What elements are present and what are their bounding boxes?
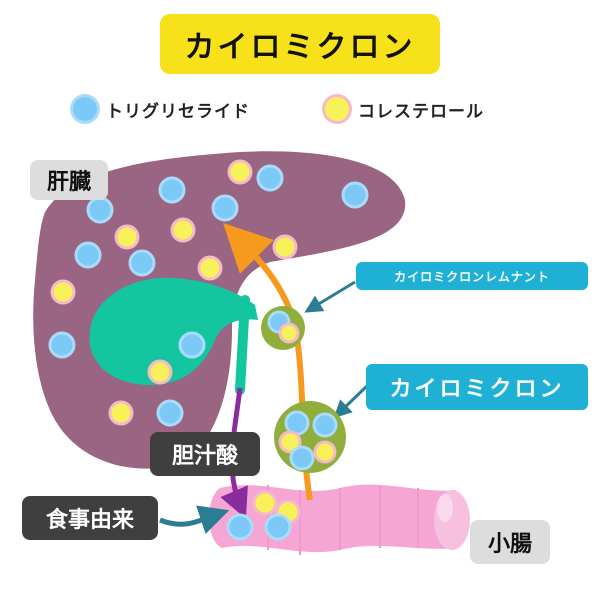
liver-label: 肝臓 — [30, 160, 108, 200]
dietary-origin-label: 食事由来 — [22, 496, 158, 540]
cholesterol-icon — [322, 94, 352, 124]
intestine-particles — [226, 490, 301, 541]
page-title: カイロミクロン — [160, 14, 440, 74]
legend-cholesterol: コレステロール — [322, 92, 484, 126]
chylomicron-pointer-arrow — [333, 383, 370, 419]
gallbladder — [89, 277, 258, 385]
bile-duct — [235, 295, 250, 395]
liver-cholesterol-particles — [50, 159, 298, 426]
triglyceride-icon — [70, 94, 100, 124]
chylomicron-particle — [274, 401, 346, 473]
chylomicron-remnant-label: カイロミクロンレムナント — [356, 262, 588, 290]
legend-triglyceride: トリグリセライド — [70, 92, 250, 126]
liver-triglyceride-particles — [48, 164, 369, 427]
chylomicron-remnant-particle — [261, 306, 305, 350]
bile-acid-label: 胆汁酸 — [150, 432, 260, 476]
small-intestine-label: 小腸 — [470, 520, 550, 564]
chylomicron-label: カイロミクロン — [366, 364, 588, 410]
legend-cholesterol-label: コレステロール — [358, 101, 484, 122]
remnant-pointer-arrow — [304, 280, 356, 313]
dietary-arrow — [159, 505, 230, 534]
legend-triglyceride-label: トリグリセライド — [106, 101, 250, 122]
